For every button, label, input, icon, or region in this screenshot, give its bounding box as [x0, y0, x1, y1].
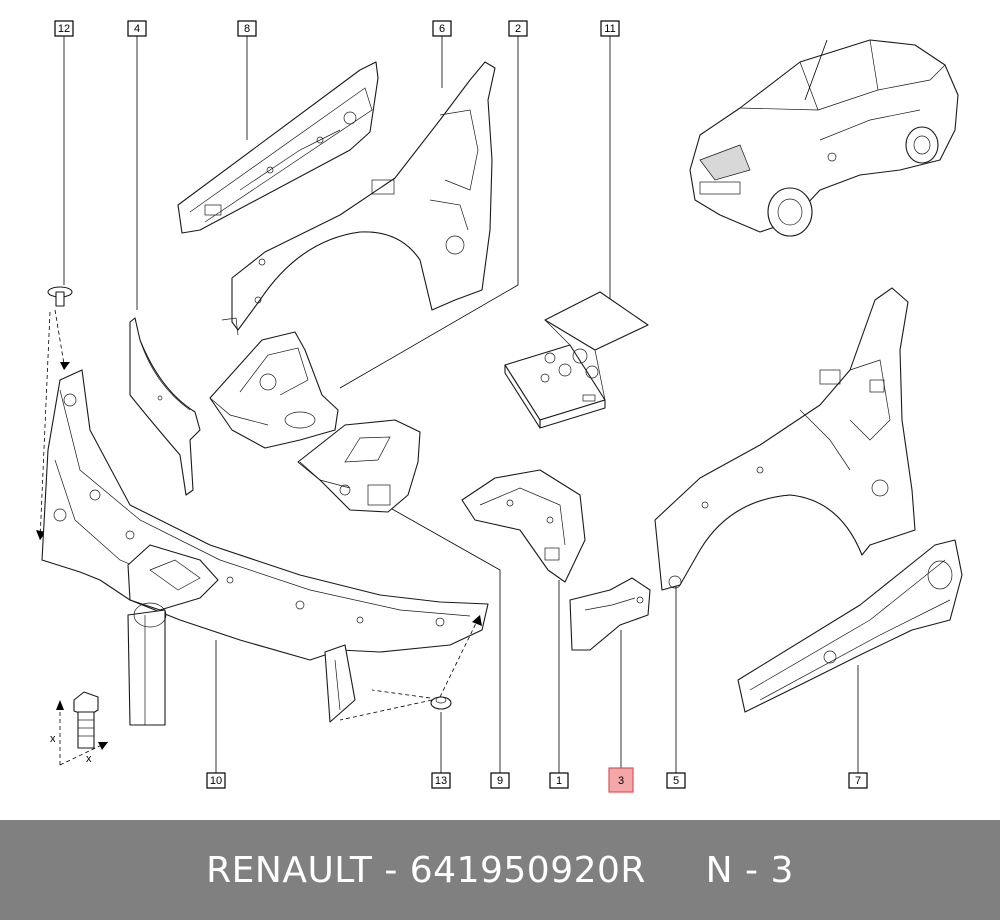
callout-10-label: 10: [210, 775, 222, 787]
callout-7[interactable]: 7: [848, 772, 868, 789]
callout-2-label: 2: [515, 23, 521, 35]
footer-page-ref: N - 3: [705, 849, 794, 891]
part-7-lower-rail: [737, 539, 963, 713]
callout-6[interactable]: 6: [432, 20, 452, 37]
footer-part-number: 641950920R: [409, 849, 646, 891]
part-3-small-bracket: [569, 577, 651, 651]
part-8-upper-rail: [177, 61, 379, 234]
callout-8[interactable]: 8: [237, 20, 257, 37]
leader-9: [384, 504, 501, 773]
callout-4-label: 4: [134, 23, 140, 35]
callout-11-label: 11: [604, 23, 615, 35]
leader-lines: [63, 36, 859, 773]
callout-6-label: 6: [439, 23, 445, 35]
callout-10[interactable]: 10: [206, 772, 226, 789]
callout-12[interactable]: 12: [54, 20, 74, 37]
footer-bar: RENAULT - 641950920R N - 3: [0, 820, 1000, 920]
callouts: 12 4 8 6 2 11 10 13: [54, 20, 868, 793]
axis-x-label-1: x: [50, 733, 56, 745]
footer-caption: RENAULT - 641950920R N - 3: [206, 850, 794, 891]
part-4-side-panel: [129, 317, 201, 496]
callout-1-label: 1: [556, 775, 562, 787]
part-12-clip: [36, 286, 73, 541]
callout-12-label: 12: [58, 23, 70, 35]
part-10-crossmember: [41, 369, 489, 726]
axis-x-label-2: x: [86, 753, 92, 765]
callout-9-label: 9: [497, 775, 503, 787]
callout-2[interactable]: 2: [508, 20, 528, 37]
parts-diagram-svg: x x: [36, 20, 963, 793]
part-13-nut: [339, 614, 482, 721]
callout-8-label: 8: [244, 23, 250, 35]
callout-13[interactable]: 13: [431, 772, 451, 789]
leader-2: [339, 36, 519, 389]
car-illustration: [689, 39, 959, 237]
part-11-fastener-box: [504, 291, 649, 429]
callout-5-label: 5: [673, 775, 679, 787]
callout-3-label: 3: [618, 775, 624, 787]
parts-diagram: x x: [36, 20, 963, 793]
callout-5[interactable]: 5: [666, 772, 686, 789]
part-2-bracket: [209, 331, 339, 449]
bolt-fastener: x x: [50, 691, 109, 766]
callout-9[interactable]: 9: [490, 772, 510, 789]
callout-3-highlighted[interactable]: 3: [608, 767, 634, 793]
callout-11[interactable]: 11: [600, 20, 620, 37]
callout-13-label: 13: [435, 775, 447, 787]
part-1-bracket: [461, 469, 586, 583]
footer-brand: RENAULT: [206, 849, 373, 891]
part-9-support: [297, 419, 421, 513]
callout-1[interactable]: 1: [549, 772, 569, 789]
footer-separator: -: [372, 849, 410, 891]
part-6-front-wing: [221, 61, 496, 336]
part-5-inner-wing: [654, 287, 916, 591]
callout-4[interactable]: 4: [127, 20, 147, 37]
callout-7-label: 7: [855, 775, 861, 787]
footer-spacer: [646, 850, 706, 891]
